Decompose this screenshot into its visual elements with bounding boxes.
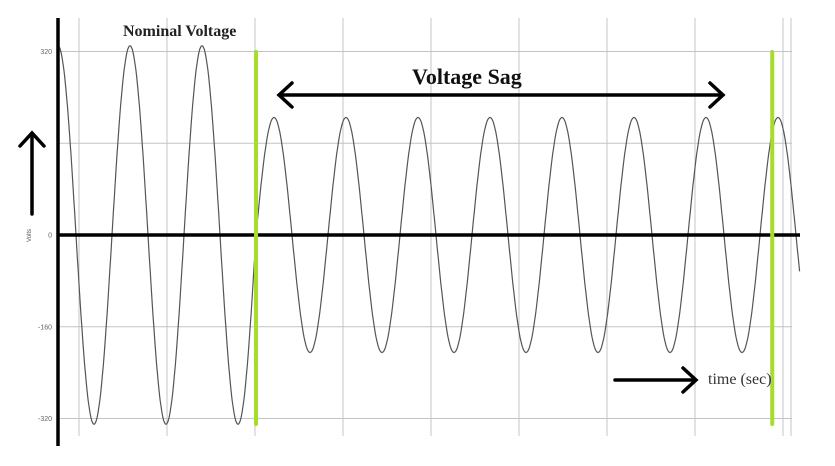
voltage-sag-label: Voltage Sag	[412, 64, 522, 89]
double-arrow-icon	[276, 81, 726, 109]
y-tick-label: 0	[48, 233, 52, 240]
y-tick-labels: 320 0 -160 -320	[38, 49, 52, 423]
grid	[58, 18, 792, 436]
up-arrow-icon	[18, 130, 46, 216]
sag-markers	[254, 50, 775, 426]
y-tick-label: -320	[38, 416, 52, 423]
y-tick-label: 320	[40, 49, 52, 56]
y-axis-label: Volts	[27, 229, 33, 242]
nominal-voltage-label: Nominal Voltage	[123, 23, 236, 40]
voltage-waveform	[57, 45, 801, 425]
right-arrow-icon	[613, 366, 699, 394]
y-tick-label: -160	[38, 324, 52, 331]
time-label: time (sec)	[708, 371, 772, 388]
